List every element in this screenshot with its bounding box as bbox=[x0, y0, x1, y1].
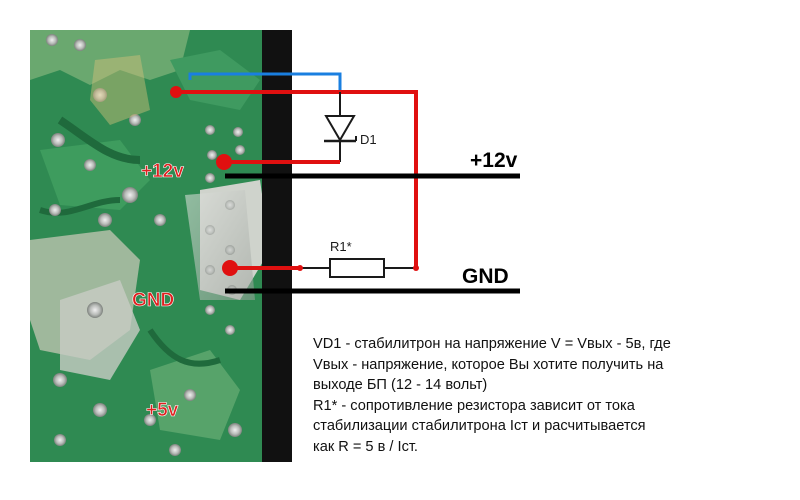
blue-wire bbox=[188, 72, 342, 92]
board-gnd-label: GND bbox=[132, 290, 174, 311]
junction-dot bbox=[297, 265, 303, 271]
junction-dot bbox=[170, 86, 182, 98]
red-bus-wire bbox=[176, 90, 418, 268]
board-5v-label: +5v bbox=[146, 400, 179, 421]
note-line: стабилизации стабилитрона Iст и расчитыв… bbox=[313, 418, 646, 434]
note-line: VD1 - стабилитрон на напряжение V = Vвых… bbox=[313, 336, 671, 352]
note-line: Vвых - напряжение, которое Вы хотите пол… bbox=[313, 356, 664, 373]
output-12v-label: +12v bbox=[470, 149, 518, 172]
explanation-note: VD1 - стабилитрон на напряжение V = Vвых… bbox=[313, 334, 783, 457]
note-line: как R = 5 в / Iст. bbox=[313, 438, 418, 455]
wires bbox=[170, 72, 520, 294]
zener-diode-symbol bbox=[324, 115, 357, 143]
resistor-symbol bbox=[329, 258, 385, 278]
diode-label: D1 bbox=[360, 132, 377, 147]
enclosure-edge bbox=[262, 30, 292, 462]
board-12v-label: +12v bbox=[141, 161, 184, 182]
pcb-photo bbox=[30, 30, 292, 462]
junction-dot bbox=[413, 265, 419, 271]
junction-dot bbox=[216, 154, 232, 170]
output-gnd-label: GND bbox=[462, 265, 509, 288]
junction-dot bbox=[222, 260, 238, 276]
note-line: выходе БП (12 - 14 вольт) bbox=[313, 377, 488, 393]
note-line: R1* - сопротивление резистора зависит от… bbox=[313, 397, 635, 414]
resistor-label: R1* bbox=[330, 239, 352, 254]
